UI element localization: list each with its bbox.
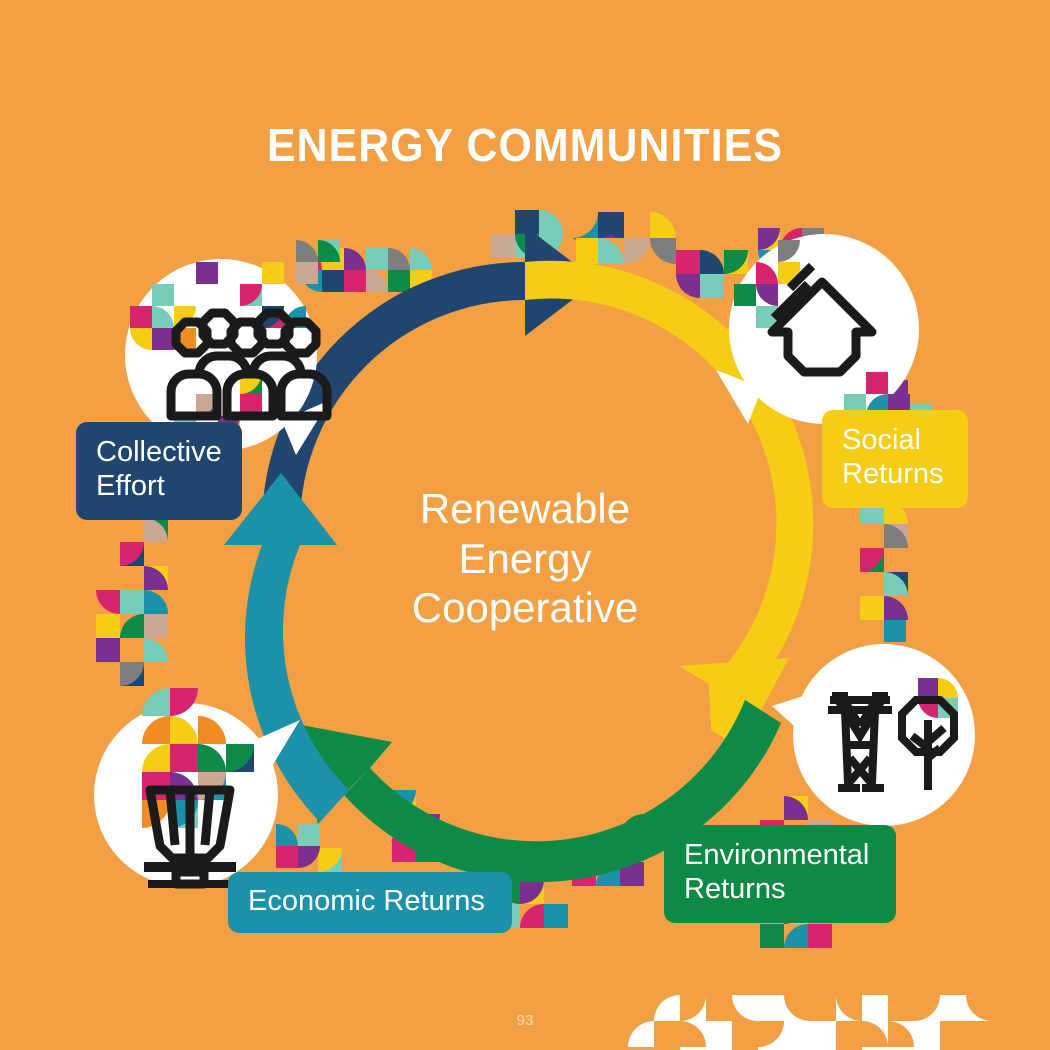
page-number: 93 — [516, 1012, 534, 1029]
label-economic-returns-line-1: Economic Returns — [248, 885, 485, 917]
label-social-returns[interactable]: Social Returns — [822, 410, 968, 508]
center-label-line-2: Energy — [458, 534, 592, 582]
label-collective-effort[interactable]: Collective Effort — [76, 422, 242, 520]
label-environmental-returns[interactable]: Environmental Returns — [664, 825, 896, 923]
center-label-line-1: Renewable — [419, 485, 631, 532]
page-title: ENERGY COMMUNITIES — [266, 119, 784, 171]
label-economic-returns[interactable]: Economic Returns — [228, 872, 512, 933]
label-collective-effort-line-2: Effort — [96, 469, 165, 502]
corner-pattern-decoration — [628, 995, 1050, 1050]
house-with-rays-icon — [767, 262, 877, 377]
label-environmental-returns-line-2: Returns — [684, 872, 786, 905]
center-label-line-3: Cooperative — [411, 584, 639, 632]
cycle-center-label: Renewable Energy Cooperative — [325, 484, 725, 633]
label-environmental-returns-line-1: Environmental — [684, 839, 870, 871]
label-social-returns-line-1: Social — [842, 424, 921, 456]
group-of-people-icon — [166, 308, 332, 421]
pylon-and-tree-icon — [828, 692, 958, 792]
basket-with-plants-icon — [144, 785, 236, 889]
label-social-returns-line-2: Returns — [842, 457, 944, 490]
label-collective-effort-line-1: Collective — [96, 436, 222, 468]
arrow-economic-to-collective — [224, 473, 349, 822]
